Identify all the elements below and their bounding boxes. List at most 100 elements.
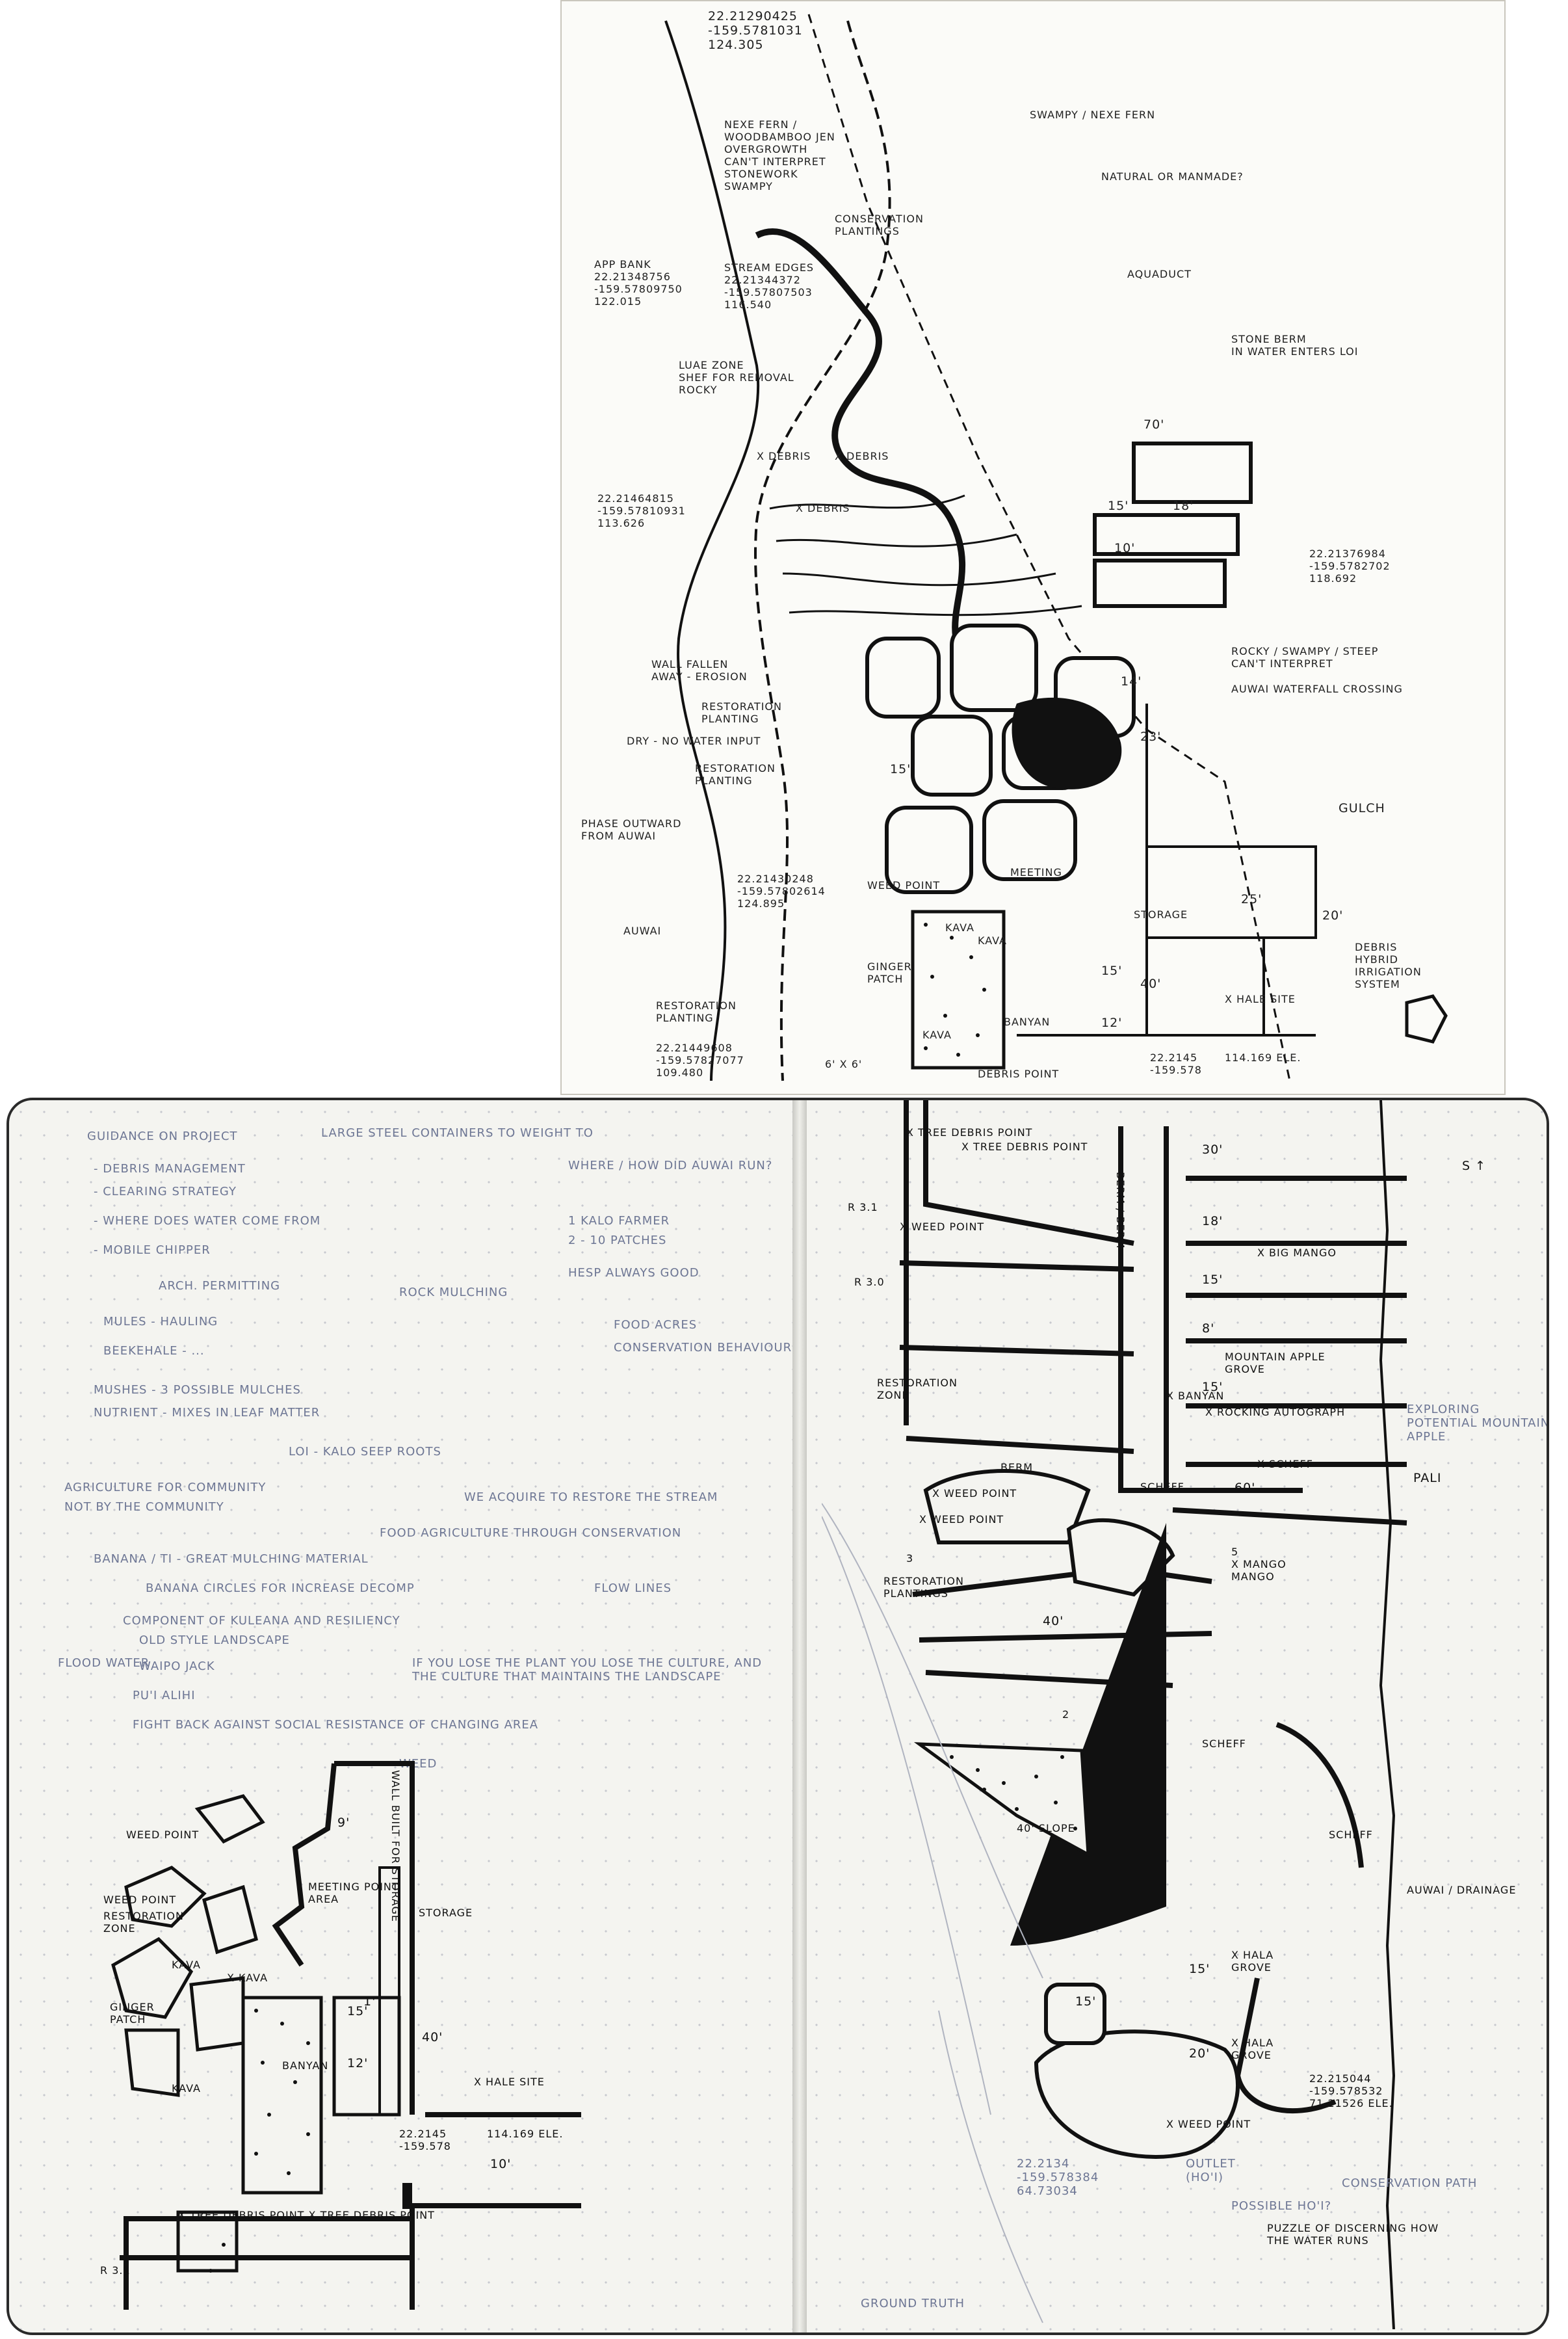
auwai-crossing-label: AUWAI WATERFALL CROSSING bbox=[1231, 683, 1403, 695]
north-arrow: S ↑ bbox=[1462, 1159, 1487, 1173]
swamp-label: SWAMPY / NEXE FERN bbox=[1030, 109, 1156, 121]
top-site-plan-sheet: 22.21290425 -159.5781031 124.305 NEXE FE… bbox=[560, 0, 1506, 1095]
tree-debris-label: X TREE DEBRIS POINT bbox=[961, 1141, 1088, 1153]
note-line: SWAMPY bbox=[724, 180, 773, 192]
label-line: IRRIGATION bbox=[1355, 966, 1422, 978]
dim-label: 6' x 6' bbox=[825, 1058, 863, 1070]
note-line: GUIDANCE ON PROJECT bbox=[87, 1130, 238, 1143]
note-line: ARCH. PERMITTING bbox=[159, 1279, 281, 1293]
note-line: CAN'T INTERPRET bbox=[724, 155, 826, 168]
note-line: - DEBRIS MANAGEMENT bbox=[94, 1162, 246, 1176]
weed-point-label: X WEED POINT bbox=[932, 1487, 1017, 1500]
dim-label: 15' bbox=[1202, 1380, 1223, 1394]
conservation-note: CONSERVATION PATH bbox=[1342, 2176, 1478, 2190]
coord-lon: -159.57802614 bbox=[737, 885, 826, 897]
coords-mid-right: 22.21376984 -159.5782702 118.692 bbox=[1309, 548, 1391, 585]
label-line: GINGER bbox=[110, 2001, 155, 2013]
note-line: STONEWORK bbox=[724, 168, 798, 180]
note-line: - WHERE DOES WATER COME FROM bbox=[94, 1214, 321, 1228]
meeting-label: MEETING bbox=[1010, 866, 1062, 879]
kava-label: KAVA bbox=[172, 1959, 201, 1971]
note-line: PU'I ALIHI bbox=[133, 1689, 196, 1702]
coords-mid-left: 22.21464815 -159.57810931 113.626 bbox=[597, 492, 686, 529]
tree-debris-label: X TREE DEBRIS POINT bbox=[906, 1126, 1033, 1139]
dim-label: 70' bbox=[1143, 417, 1165, 432]
coord-lat: 22.21344372 bbox=[724, 274, 801, 286]
scheff-label: X SCHEFF bbox=[1257, 1458, 1313, 1470]
wall-storage-label: WALL BUILT FOR STORAGE bbox=[389, 1770, 402, 1922]
dim-label: 30' bbox=[1202, 1143, 1223, 1157]
coord-lat: 22.2134 bbox=[1017, 2157, 1070, 2171]
coord-lon: -159.578 bbox=[399, 2140, 451, 2152]
note-line: OLD STYLE LANDSCAPE bbox=[139, 1633, 290, 1647]
hale-site-label: X HALE SITE bbox=[1225, 993, 1296, 1005]
coords-top: 22.21290425 -159.5781031 124.305 bbox=[708, 9, 803, 52]
weed-point-label: X WEED POINT bbox=[919, 1513, 1004, 1526]
dim-label: 15' bbox=[1075, 1994, 1097, 2009]
label-line: CAN'T INTERPRET bbox=[1231, 657, 1333, 670]
dim-label: 12' bbox=[1101, 1016, 1123, 1030]
hala-grove-label: X HALA GROVE bbox=[1231, 2037, 1274, 2061]
dim-label: 18' bbox=[1173, 499, 1194, 513]
dim-label: 25' bbox=[1241, 892, 1262, 906]
note-line: NEXE FERN / bbox=[724, 118, 798, 131]
coord-lat: 22.215044 bbox=[1309, 2072, 1372, 2085]
gulch-label: GULCH bbox=[1339, 801, 1385, 815]
page-ref-label: R 3.1 bbox=[100, 2264, 131, 2277]
note-line: FOOD ACRES bbox=[614, 1318, 698, 1332]
app-bank-label: APP BANK 22.21348756 -159.57809750 122.0… bbox=[594, 258, 683, 308]
dim-label: 15' bbox=[1202, 1273, 1223, 1287]
debris-label: X DEBRIS bbox=[757, 450, 811, 462]
dim-label: 15' bbox=[1101, 964, 1123, 978]
mountain-apple-label: MOUNTAIN APPLE GROVE bbox=[1225, 1351, 1326, 1375]
left-page-site-diagram bbox=[111, 1761, 581, 2310]
weed-point-label: WEED POINT bbox=[126, 1829, 200, 1841]
right-page-site-diagram bbox=[822, 1100, 1407, 2329]
note-line: WAIPO JACK bbox=[139, 1659, 215, 1673]
tree-debris-label: X TREE DEBRIS POINT X TREE DEBRIS POINT bbox=[178, 2209, 435, 2221]
berm-vertical-label: BERM / BERM bbox=[1114, 1172, 1127, 1249]
possible-note: POSSIBLE HO'I? bbox=[1231, 2199, 1332, 2213]
label-line: RESTORATION bbox=[656, 999, 737, 1012]
label-line: RESTORATION bbox=[883, 1575, 964, 1587]
debris-label: X DEBRIS bbox=[796, 502, 850, 514]
stone-berm-label: STONE BERM IN WATER ENTERS LOI bbox=[1231, 333, 1358, 358]
note-line: FOOD AGRICULTURE THROUGH CONSERVATION bbox=[380, 1526, 682, 1540]
coords-bottom: 22.21449608 -159.57827077 109.480 bbox=[656, 1042, 744, 1079]
coord-elev: 124.305 bbox=[708, 38, 764, 52]
label-line: X HALA bbox=[1231, 1949, 1274, 1961]
dim-label: 15' bbox=[1189, 1962, 1210, 1976]
coord-lon: -159.57810931 bbox=[597, 505, 686, 517]
label-line: GROVE bbox=[1231, 1961, 1272, 1974]
banyan-label: BANYAN bbox=[282, 2059, 329, 2072]
rocky-label: ROCKY / SWAMPY / STEEP CAN'T INTERPRET bbox=[1231, 645, 1378, 670]
coord-lat: 22.2145 bbox=[399, 2128, 447, 2140]
label-line: APPLE bbox=[1407, 1430, 1446, 1444]
puzzle-note: PUZZLE OF DISCERNING HOW THE WATER RUNS bbox=[1267, 2222, 1439, 2247]
coord-lat: 22.21449608 bbox=[656, 1042, 733, 1054]
dim-label: 8' bbox=[1202, 1321, 1215, 1336]
berm-label: BERM bbox=[1000, 1461, 1034, 1473]
note-line: NOT BY THE COMMUNITY bbox=[64, 1500, 224, 1514]
label-line: IN WATER ENTERS LOI bbox=[1231, 345, 1359, 358]
conservation-label: CONSERVATION PLANTINGS bbox=[835, 213, 924, 237]
label-line: ZONE bbox=[103, 1922, 136, 1935]
label-line: RESTORATION bbox=[103, 1910, 184, 1922]
coord-center: 22.2145 -159.578 bbox=[1150, 1051, 1202, 1076]
auwai-drainage-label: AUWAI / DRAINAGE bbox=[1407, 1884, 1517, 1896]
elevation-label: 114.169 ELE. bbox=[1225, 1051, 1301, 1064]
label-line: APP BANK bbox=[594, 258, 651, 271]
weed-point-label: X WEED POINT bbox=[1166, 2118, 1251, 2130]
auwai-small-label: AUWAI bbox=[623, 925, 662, 937]
dim-label: 40' bbox=[1043, 1614, 1064, 1628]
kava-label: KAVA bbox=[922, 1029, 952, 1041]
note-line: BANANA CIRCLES FOR INCREASE DECOMP bbox=[146, 1581, 415, 1595]
coord-lat: 22.21290425 bbox=[708, 9, 798, 23]
note-line: FLOW LINES bbox=[594, 1581, 672, 1595]
note-line: ROCK MULCHING bbox=[399, 1286, 508, 1299]
stream-edges-label: STREAM EDGES 22.21344372 -159.57807503 1… bbox=[724, 261, 814, 311]
coord-lon: -159.578384 bbox=[1017, 2171, 1099, 2184]
coord-elev: 113.626 bbox=[597, 517, 646, 529]
coord-lon: -159.578532 bbox=[1309, 2085, 1383, 2097]
note-line: HESP ALWAYS GOOD bbox=[568, 1266, 699, 1280]
